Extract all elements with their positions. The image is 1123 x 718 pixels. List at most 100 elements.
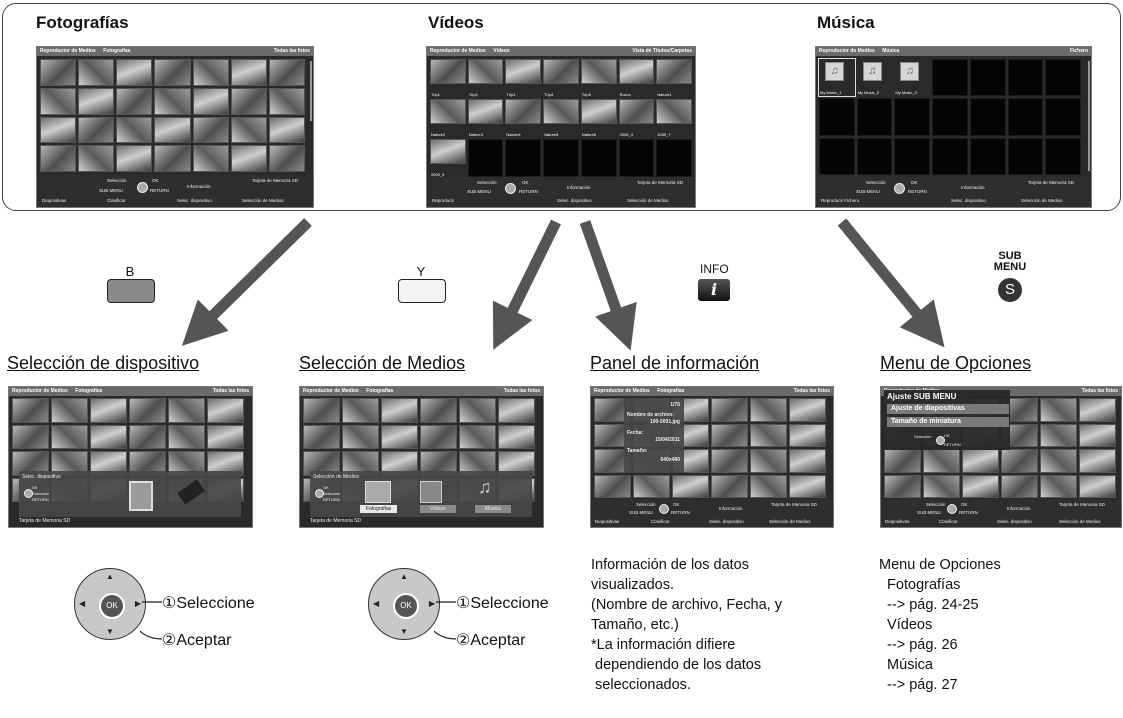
photo-thumbnail[interactable]: [1040, 423, 1077, 447]
photo-thumbnail[interactable]: [1040, 449, 1077, 473]
video-thumbnail[interactable]: Nature3: [467, 99, 504, 137]
photo-thumbnail[interactable]: [711, 449, 748, 473]
scrollbar[interactable]: [310, 61, 312, 121]
media-select-overlay[interactable]: Selección de Medios OK Selección RETURN …: [310, 471, 532, 517]
photo-thumbnail[interactable]: [633, 474, 670, 498]
media-tab-videos[interactable]: Vídeos: [420, 505, 456, 513]
photo-thumbnail[interactable]: [90, 398, 127, 423]
photo-thumbnail[interactable]: [1001, 474, 1038, 498]
photo-thumbnail[interactable]: [230, 116, 267, 144]
photo-thumbnail[interactable]: [40, 145, 77, 172]
photo-thumbnail[interactable]: [750, 474, 787, 498]
up-arrow-icon[interactable]: ▲: [106, 572, 114, 581]
usb-device-icon[interactable]: [177, 479, 205, 505]
down-arrow-icon[interactable]: ▼: [106, 627, 114, 636]
photo-thumbnail[interactable]: [116, 87, 153, 115]
photo-thumbnail[interactable]: [12, 398, 49, 423]
photo-thumbnail[interactable]: [129, 424, 166, 449]
photo-thumbnail[interactable]: [268, 59, 305, 86]
video-thumbnail[interactable]: Nature1: [656, 59, 692, 97]
photo-thumbnail[interactable]: [962, 449, 999, 473]
sd-card-icon[interactable]: [129, 481, 153, 511]
photo-thumbnail[interactable]: [750, 398, 787, 422]
photo-thumbnail[interactable]: [40, 116, 77, 144]
b-button[interactable]: [107, 279, 155, 303]
photo-thumbnail[interactable]: [192, 145, 229, 172]
photo-thumbnail[interactable]: [962, 474, 999, 498]
photo-thumbnail-grid[interactable]: [40, 59, 305, 172]
video-thumbnail[interactable]: Nature4: [505, 99, 542, 137]
photo-thumbnail[interactable]: [789, 398, 826, 422]
y-button[interactable]: [398, 279, 446, 303]
photo-thumbnail[interactable]: [78, 116, 115, 144]
photo-thumbnail[interactable]: [168, 398, 205, 423]
photo-thumbnail[interactable]: [459, 398, 496, 423]
photo-thumbnail[interactable]: [192, 87, 229, 115]
photo-thumbnail[interactable]: [884, 474, 921, 498]
photo-thumbnail[interactable]: [420, 424, 457, 449]
photo-thumbnail[interactable]: [207, 398, 244, 423]
photo-thumbnail[interactable]: [78, 59, 115, 86]
video-thumbnail[interactable]: Nature6: [580, 99, 617, 137]
photo-thumbnail[interactable]: [1079, 423, 1116, 447]
video-thumbnail[interactable]: 2009_4: [618, 99, 655, 137]
submenu-item-miniatura[interactable]: Tamaño de miniatura: [887, 417, 1009, 427]
remote-dpad[interactable]: ▲ ▼ ◀ ▶ OK: [74, 568, 146, 640]
video-thumbnail[interactable]: Trip4: [543, 59, 579, 97]
photo-thumbnail[interactable]: [1079, 449, 1116, 473]
photo-thumbnail[interactable]: [711, 474, 748, 498]
photo-thumbnail[interactable]: [268, 87, 305, 115]
photos-media-icon[interactable]: [365, 481, 391, 503]
photo-thumbnail[interactable]: [789, 474, 826, 498]
video-thumbnail[interactable]: Nature2: [430, 99, 466, 137]
photo-thumbnail[interactable]: [420, 398, 457, 423]
music-media-icon[interactable]: ♫: [478, 477, 492, 497]
photo-thumbnail[interactable]: [789, 423, 826, 447]
music-thumbnail-grid[interactable]: ♫My Music_1♫My Music_2♫My Music_3: [818, 57, 1081, 175]
photo-thumbnail[interactable]: [594, 474, 631, 498]
photo-thumbnail[interactable]: [230, 87, 267, 115]
photo-thumbnail[interactable]: [207, 424, 244, 449]
photo-thumbnail[interactable]: [923, 449, 960, 473]
videos-media-icon[interactable]: [420, 481, 442, 503]
photo-thumbnail[interactable]: [459, 424, 496, 449]
photo-thumbnail[interactable]: [711, 398, 748, 422]
video-thumbnail[interactable]: Trip2: [467, 59, 504, 97]
photo-thumbnail[interactable]: [78, 145, 115, 172]
photo-thumbnail[interactable]: [1040, 474, 1077, 498]
video-thumbnail[interactable]: Trip3: [505, 59, 542, 97]
right-arrow-icon[interactable]: ▶: [428, 599, 435, 608]
video-thumbnail[interactable]: 2009_9: [430, 139, 466, 177]
photo-thumbnail[interactable]: [230, 145, 267, 172]
photo-thumbnail[interactable]: [168, 424, 205, 449]
device-select-overlay[interactable]: Selec. dispositivo OK Selección RETURN: [19, 471, 241, 517]
submenu-overlay[interactable]: Ajuste SUB MENU Ajuste de diapositivas T…: [884, 390, 1010, 450]
photo-thumbnail[interactable]: [230, 59, 267, 86]
photo-thumbnail[interactable]: [789, 449, 826, 473]
scrollbar[interactable]: [1088, 61, 1090, 171]
photo-thumbnail[interactable]: [268, 116, 305, 144]
photo-thumbnail[interactable]: [40, 87, 77, 115]
photo-thumbnail[interactable]: [192, 116, 229, 144]
video-thumbnail[interactable]: Trip1: [430, 59, 466, 97]
media-tab-musica[interactable]: Música: [475, 505, 511, 513]
photo-thumbnail[interactable]: [129, 398, 166, 423]
video-thumbnail[interactable]: Trip5: [580, 59, 617, 97]
photo-thumbnail[interactable]: [750, 423, 787, 447]
photo-thumbnail[interactable]: [303, 424, 340, 449]
photo-thumbnail[interactable]: [51, 398, 88, 423]
photo-thumbnail[interactable]: [303, 398, 340, 423]
media-tab-fotografias[interactable]: Fotografías: [360, 505, 398, 513]
photo-thumbnail[interactable]: [342, 424, 379, 449]
photo-thumbnail[interactable]: [268, 145, 305, 172]
photo-thumbnail[interactable]: [1001, 449, 1038, 473]
photo-thumbnail[interactable]: [116, 116, 153, 144]
photo-thumbnail[interactable]: [1079, 398, 1116, 422]
music-file[interactable]: ♫My Music_2: [857, 59, 893, 96]
photo-thumbnail[interactable]: [154, 116, 191, 144]
photo-thumbnail[interactable]: [750, 449, 787, 473]
up-arrow-icon[interactable]: ▲: [400, 572, 408, 581]
photo-thumbnail[interactable]: [78, 87, 115, 115]
photo-thumbnail[interactable]: [1079, 474, 1116, 498]
